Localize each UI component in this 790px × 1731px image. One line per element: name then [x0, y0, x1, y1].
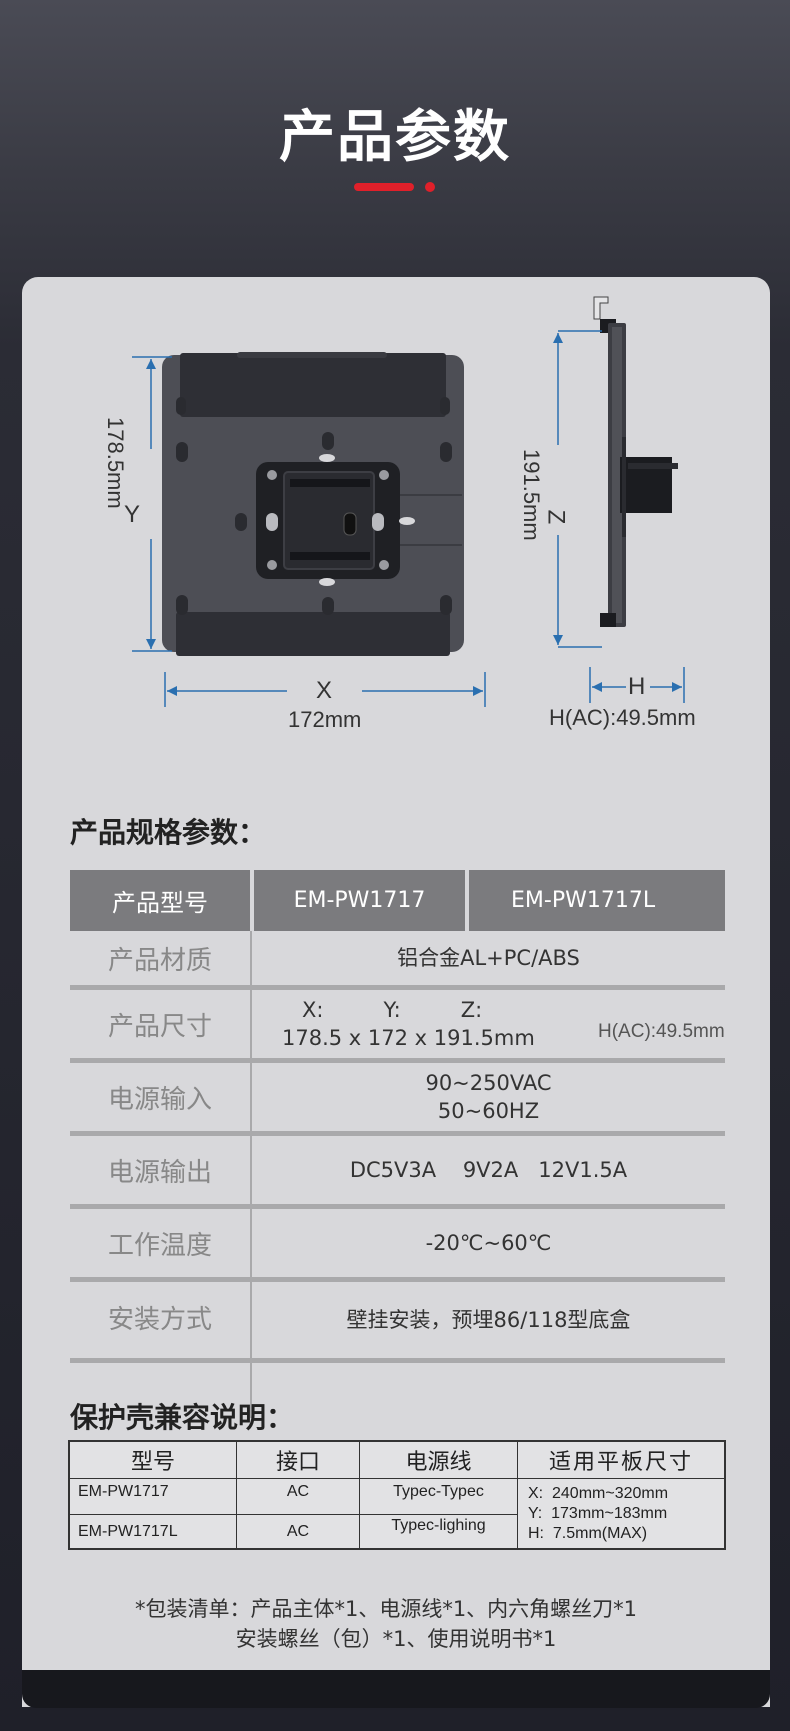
compat-row1-model: EM-PW1717 — [70, 1478, 236, 1514]
compat-section-title: 保护壳兼容说明： — [70, 1401, 295, 1434]
compat-header-port: 接口 — [236, 1442, 359, 1478]
spec-section-title: 产品规格参数： — [70, 816, 267, 849]
x-letter: X — [316, 677, 333, 704]
spec-value-material: 铝合金AL+PC/ABS — [252, 931, 725, 985]
spec-label-output: 电源输出 — [107, 1157, 212, 1188]
compat-header-tablet: 适用平板尺寸 — [517, 1442, 724, 1478]
page-title: 产品参数 — [279, 105, 511, 170]
compat-tablet-y: Y: 173mm~183mm — [528, 1504, 668, 1522]
spec-label-size: 产品尺寸 — [107, 1011, 212, 1042]
spec-separator — [70, 1131, 725, 1136]
spec-separator — [70, 985, 725, 990]
compat-row2-port: AC — [236, 1514, 359, 1548]
package-line-1: *包装清单：产品主体*1、电源线*1、内六角螺丝刀*1 — [134, 1597, 638, 1621]
spec-label-material: 产品材质 — [107, 945, 212, 976]
compat-row1-cable: Typec-Typec — [359, 1478, 517, 1514]
spec-header-label: 产品型号 — [70, 870, 250, 931]
spec-label-install: 安装方式 — [107, 1304, 212, 1335]
h-dim-label: H(AC):49.5mm — [549, 705, 696, 730]
y-letter: Y — [124, 501, 141, 528]
spec-input-line1: 90~250VAC — [425, 1071, 552, 1095]
compat-row2-cable: Typec-lighing — [359, 1514, 517, 1548]
side-view — [593, 296, 678, 627]
dimension-drawing — [132, 296, 685, 707]
spec-separator — [70, 1204, 725, 1209]
spec-value-temp: -20℃~60℃ — [252, 1209, 725, 1277]
title-dot — [425, 182, 435, 192]
front-view — [162, 352, 464, 656]
spec-input-line2: 50~60HZ — [437, 1099, 540, 1123]
compat-header-model: 型号 — [130, 1450, 175, 1475]
compat-row1-port: AC — [236, 1478, 359, 1514]
spec-temp-text: -20℃~60℃ — [425, 1231, 552, 1255]
spec-value-material-text: 铝合金AL+PC/ABS — [397, 946, 580, 970]
x-dim-label: 172mm — [288, 707, 362, 732]
spec-size-extra: H(AC):49.5mm — [598, 1021, 725, 1042]
spec-size-axes: X: Y: Z: — [302, 998, 483, 1022]
spec-card: Y 178.5mm X 172mm Z 191.5mm H H(AC):49.5… — [22, 277, 770, 1707]
spec-header-model-a: EM-PW1717 — [254, 870, 465, 931]
spec-value-install: 壁挂安装，预埋86/118型底盒 — [252, 1282, 725, 1358]
y-dim-label: 178.5mm — [103, 417, 128, 509]
spec-divider — [250, 931, 252, 1418]
spec-install-text: 壁挂安装，预埋86/118型底盒 — [346, 1308, 631, 1332]
compat-row2-model: EM-PW1717L — [70, 1514, 236, 1548]
dimension-diagram: Y 178.5mm X 172mm Z 191.5mm H H(AC):49.5… — [22, 277, 770, 797]
z-letter: Z — [542, 509, 570, 525]
spec-value-output: DC5V3A 9V2A 12V1.5A — [252, 1136, 725, 1204]
compat-tablet-x: X: 240mm~320mm — [528, 1484, 669, 1502]
spec-separator — [70, 1358, 725, 1363]
spec-label-input: 电源输入 — [107, 1084, 212, 1115]
spec-value-input: 90~250VAC 50~60HZ — [252, 1063, 725, 1131]
spec-separator — [70, 1277, 725, 1282]
compat-table: 型号 接口 电源线 适用平板尺寸 EM-PW1717 AC Typec-Type… — [68, 1440, 726, 1550]
z-dimension — [557, 330, 602, 648]
z-dim-label: 191.5mm — [519, 449, 544, 541]
compat-tablet-h: H: 7.5mm(MAX) — [528, 1524, 648, 1542]
package-line-2: 安装螺丝（包）*1、使用说明书*1 — [235, 1627, 557, 1651]
spec-header-model-b: EM-PW1717L — [469, 870, 725, 931]
compat-tablet-sizes: X: 240mm~320mm Y: 173mm~183mm H: 7.5mm(M… — [517, 1478, 724, 1548]
spec-size-value: 178.5 x 172 x 191.5mm — [282, 1026, 535, 1050]
card-bottom-bar — [22, 1670, 770, 1708]
spec-output-text: DC5V3A 9V2A 12V1.5A — [349, 1158, 628, 1182]
h-letter: H — [628, 673, 646, 700]
spec-separator — [70, 1058, 725, 1063]
compat-header-cable: 电源线 — [359, 1442, 517, 1478]
spec-value-size: X: Y: Z: 178.5 x 172 x 191.5mm — [252, 990, 725, 1058]
y-dimension — [132, 356, 172, 652]
x-dimension — [164, 672, 486, 707]
spec-label-temp: 工作温度 — [107, 1230, 212, 1261]
title-underline — [354, 183, 414, 191]
